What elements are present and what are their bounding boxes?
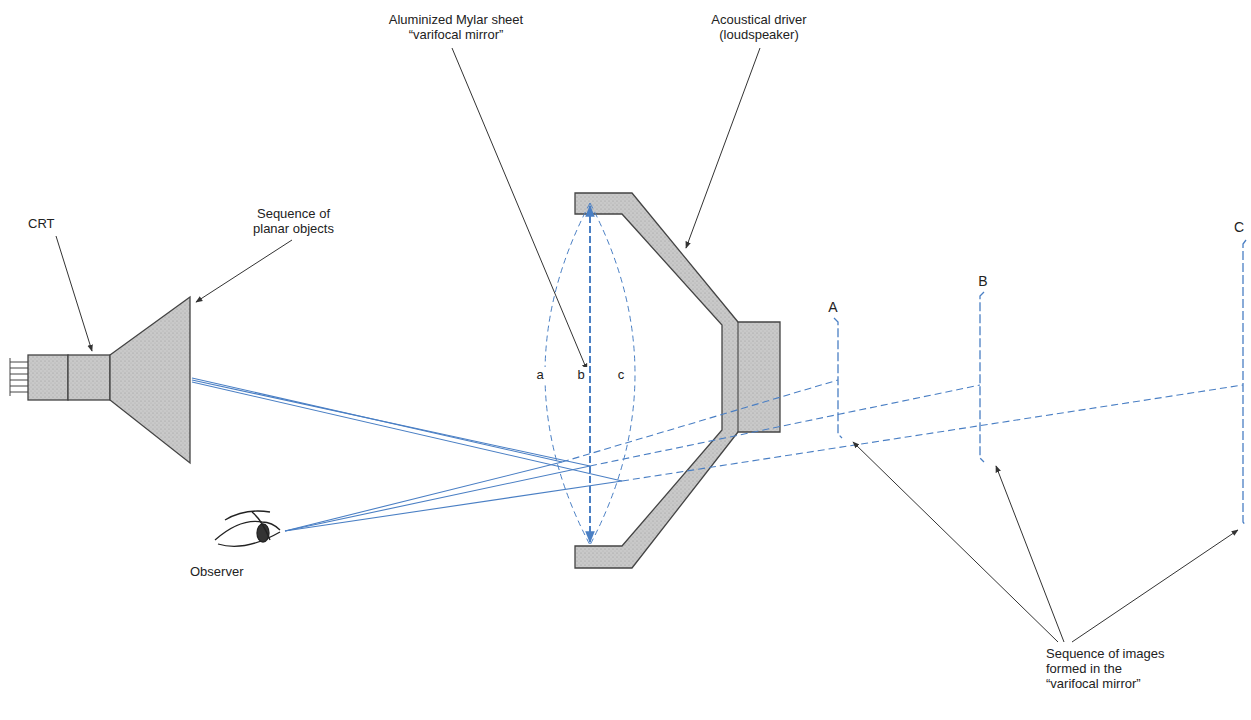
image-letter: B: [976, 274, 990, 289]
position-letter: b: [574, 367, 588, 382]
part-label: CRT: [28, 216, 88, 231]
observer-label: Observer: [190, 564, 260, 579]
image-letter: A: [826, 300, 840, 315]
image-letter: C: [1232, 220, 1246, 235]
observer-eye: [215, 511, 280, 546]
part-label: Aluminized Mylar sheet “varifocal mirror…: [376, 12, 536, 42]
varifocal-mirror: [545, 203, 635, 545]
loudspeaker-housing: [575, 193, 780, 568]
leader-lines: [56, 48, 1238, 642]
housing-edge: [737, 322, 738, 432]
part-label: Sequence of planar objects: [246, 206, 341, 236]
position-letter: a: [533, 367, 547, 382]
part-label: Sequence of images formed in the “varifo…: [1046, 646, 1170, 691]
light-rays: [192, 378, 1243, 531]
position-letter: c: [614, 367, 628, 382]
part-label: Acoustical driver (loudspeaker): [700, 12, 818, 42]
crt-tube: [10, 297, 190, 463]
